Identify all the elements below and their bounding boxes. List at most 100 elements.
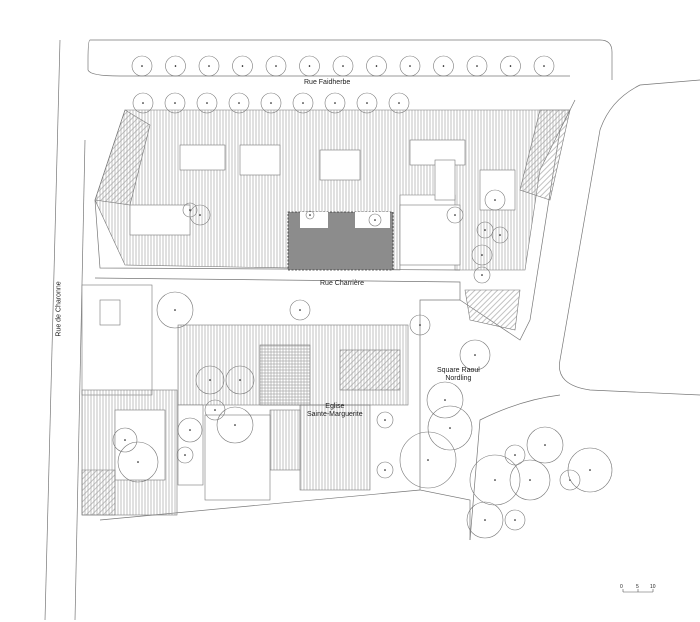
tree-canopy	[500, 55, 521, 77]
tree-trunk	[199, 214, 201, 216]
tree-canopy	[195, 365, 225, 395]
tree-canopy	[533, 55, 555, 77]
tree-trunk	[241, 65, 244, 67]
tree-canopy	[156, 291, 194, 329]
project-site	[287, 211, 394, 271]
tree-trunk	[189, 429, 191, 431]
buildings-south	[81, 284, 409, 516]
tree-trunk	[474, 354, 476, 356]
tree-trunk	[142, 102, 144, 104]
label-rue-charriere: Rue Charrière	[320, 280, 364, 287]
tree-trunk	[384, 469, 386, 471]
tree-trunk	[137, 461, 139, 463]
tree-canopy	[292, 92, 314, 114]
tree-canopy	[324, 92, 346, 114]
tree-trunk	[514, 454, 516, 456]
buildings-north	[94, 109, 571, 331]
tree-trunk	[544, 444, 546, 446]
tree-canopy	[427, 405, 473, 451]
tree-canopy	[182, 202, 198, 218]
tree-canopy	[399, 431, 457, 489]
tree-trunk	[375, 65, 378, 67]
tree-trunk	[174, 102, 176, 104]
tree-canopy	[232, 55, 253, 77]
tree-canopy	[446, 206, 464, 224]
tree-trunk	[342, 65, 344, 67]
tree-canopy	[484, 189, 506, 211]
tree-trunk	[209, 379, 211, 381]
tree-trunk	[238, 102, 240, 104]
tree-trunk	[449, 427, 451, 429]
tree-trunk	[529, 479, 531, 481]
tree-canopy	[567, 447, 613, 493]
tree-trunk	[444, 399, 446, 401]
tree-canopy	[305, 210, 315, 220]
tree-canopy	[189, 204, 211, 226]
trees	[112, 55, 613, 539]
tree-trunk	[476, 65, 478, 67]
tree-trunk	[299, 309, 301, 311]
tree-trunk	[184, 454, 186, 456]
label-line: Nordling	[445, 375, 472, 382]
tree-canopy	[426, 381, 464, 419]
tree-canopy	[559, 469, 581, 491]
tree-canopy	[526, 426, 564, 464]
tree-trunk	[589, 469, 591, 471]
tree-trunk	[484, 229, 486, 231]
tree-canopy	[356, 92, 378, 114]
tree-trunk	[442, 65, 445, 67]
tree-trunk	[543, 65, 545, 67]
tree-canopy	[466, 501, 504, 539]
tree-canopy	[399, 55, 421, 77]
tree-trunk	[189, 209, 191, 211]
tree-canopy	[471, 244, 493, 266]
tree-canopy	[409, 314, 431, 336]
tree-trunk	[309, 214, 311, 216]
tree-trunk	[174, 65, 177, 67]
tree-canopy	[466, 55, 488, 77]
tree-trunk	[208, 65, 210, 67]
tree-trunk	[174, 309, 176, 311]
label-line: Square Raoul	[437, 367, 480, 374]
tree-canopy	[459, 339, 491, 371]
tree-canopy	[228, 92, 250, 114]
tree-trunk	[308, 65, 311, 67]
tree-canopy	[176, 446, 194, 464]
tree-trunk	[334, 102, 336, 104]
tree-canopy	[132, 92, 154, 114]
tree-trunk	[124, 439, 126, 441]
tree-trunk	[419, 324, 421, 326]
tree-canopy	[368, 213, 382, 227]
tree-canopy	[376, 461, 394, 479]
tree-canopy	[376, 411, 394, 429]
label-rue-faidherbe: Rue Faidherbe	[304, 79, 351, 86]
tree-trunk	[494, 199, 496, 201]
tree-canopy	[388, 92, 410, 114]
tree-canopy	[491, 226, 509, 244]
tree-canopy	[473, 266, 491, 284]
tree-trunk	[275, 65, 277, 67]
tree-canopy	[260, 92, 282, 114]
tree-trunk	[427, 459, 429, 461]
tree-trunk	[302, 102, 304, 104]
tree-trunk	[484, 519, 486, 521]
tree-trunk	[206, 102, 208, 104]
tree-canopy	[216, 406, 254, 444]
tree-trunk	[398, 102, 400, 104]
scale-tick-10: 10	[650, 584, 656, 590]
tree-canopy	[332, 55, 354, 77]
tree-trunk	[270, 102, 272, 104]
tree-canopy	[117, 441, 159, 483]
tree-trunk	[374, 219, 376, 221]
tree-canopy	[265, 55, 287, 77]
tree-trunk	[494, 479, 496, 481]
label-line: Eglise	[325, 403, 345, 410]
scale-bar	[622, 589, 654, 593]
tree-canopy	[164, 92, 186, 114]
tree-trunk	[481, 274, 483, 276]
tree-canopy	[509, 459, 551, 501]
tree-canopy	[299, 55, 320, 77]
